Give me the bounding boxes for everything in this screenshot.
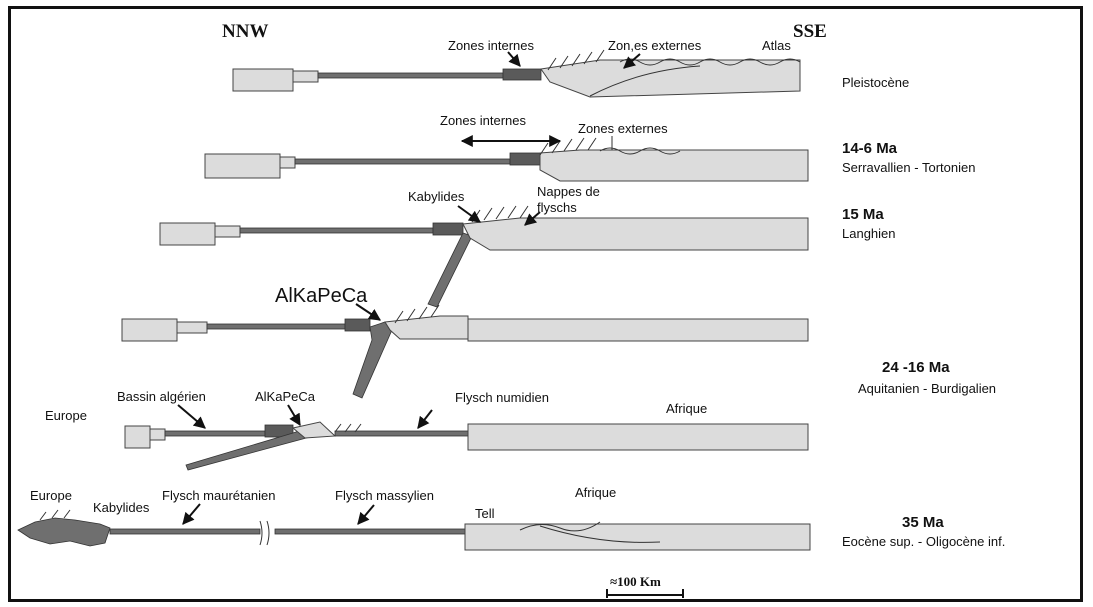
s2-age: 14-6 Ma xyxy=(842,140,898,157)
s5-label-europe: Europe xyxy=(45,408,87,423)
s6-stage: Eocène sup. - Oligocène inf. xyxy=(842,534,1005,549)
s6-label-flysch-massylien: Flysch massylien xyxy=(335,488,434,503)
s6-label-tell: Tell xyxy=(475,506,495,521)
s5-label-flysch-numidien: Flysch numidien xyxy=(455,390,549,405)
section-35-ma xyxy=(18,510,810,550)
s5-label-afrique: Afrique xyxy=(666,401,707,416)
s3-label-nappes: Nappes de xyxy=(537,184,600,199)
scale-bar-label: ≈100 Km xyxy=(610,574,661,589)
s1-label-zones-internes: Zones internes xyxy=(448,38,534,53)
s5-label-alkapeca: AlKaPeCa xyxy=(255,389,316,404)
section-5 xyxy=(125,422,808,470)
sse-label: SSE xyxy=(793,21,827,42)
s6-label-kabylides: Kabylides xyxy=(93,500,150,515)
s3-label-flyschs: flyschs xyxy=(537,200,577,215)
scale-bar xyxy=(607,589,683,598)
s6-label-europe: Europe xyxy=(30,488,72,503)
s1-stage: Pleistocène xyxy=(842,75,909,90)
s4-label-alkapeca: AlKaPeCa xyxy=(275,285,368,307)
s6-label-afrique: Afrique xyxy=(575,485,616,500)
section-24-16-ma xyxy=(122,305,808,398)
s2-stage: Serravallien - Tortonien xyxy=(842,160,975,175)
s6-age: 35 Ma xyxy=(902,514,944,531)
s6-label-flysch-mauretanien: Flysch maurétanien xyxy=(162,488,275,503)
section-14-6-ma xyxy=(205,138,808,181)
s2-label-zones-internes: Zones internes xyxy=(440,113,526,128)
s5-label-bassin: Bassin algérien xyxy=(117,389,206,404)
nnw-label: NNW xyxy=(222,21,268,42)
s1-label-atlas: Atlas xyxy=(762,38,791,53)
section-15-ma xyxy=(160,206,808,307)
s3-stage: Langhien xyxy=(842,226,896,241)
s2-label-zones-externes: Zones externes xyxy=(578,121,668,136)
s1-label-zones-externes: Zon,es externes xyxy=(608,38,702,53)
s3-age: 15 Ma xyxy=(842,206,884,223)
s3-label-kabylides: Kabylides xyxy=(408,189,465,204)
s4-age: 24 -16 Ma xyxy=(882,359,950,376)
section-pleistocene xyxy=(233,50,800,97)
s4-stage: Aquitanien - Burdigalien xyxy=(858,381,996,396)
